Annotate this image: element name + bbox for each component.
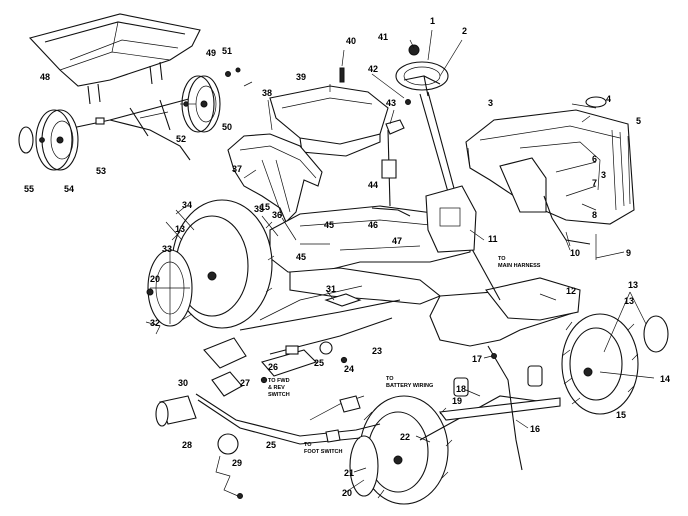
dash-panel bbox=[425, 185, 477, 253]
hood-body bbox=[465, 96, 635, 225]
trailer-wheel-left bbox=[35, 109, 79, 171]
chassis-frame bbox=[269, 205, 581, 347]
callout-9: 9 bbox=[626, 248, 631, 258]
callout-7: 7 bbox=[592, 178, 597, 188]
callout-39: 39 bbox=[296, 72, 306, 82]
callout-5: 5 bbox=[636, 116, 641, 126]
callout-16: 16 bbox=[530, 424, 540, 434]
callout-20: 20 bbox=[342, 488, 352, 498]
callout-23: 23 bbox=[372, 346, 382, 356]
callout-48: 48 bbox=[40, 72, 50, 82]
callout-17: 17 bbox=[472, 354, 482, 364]
callout-33: 33 bbox=[162, 244, 172, 254]
front-hub-cap bbox=[643, 315, 669, 353]
callout-28: 28 bbox=[182, 440, 192, 450]
callout-3: 3 bbox=[601, 170, 606, 180]
callout-42: 42 bbox=[368, 64, 378, 74]
callout-52: 52 bbox=[176, 134, 186, 144]
callout-37: 37 bbox=[232, 164, 242, 174]
callout-41: 41 bbox=[378, 32, 388, 42]
callout-20: 20 bbox=[150, 274, 160, 284]
front-axle bbox=[419, 345, 561, 471]
callout-45: 45 bbox=[296, 252, 306, 262]
callout-53: 53 bbox=[96, 166, 106, 176]
callout-54: 54 bbox=[64, 184, 74, 194]
callout-26: 26 bbox=[268, 362, 278, 372]
rear-hub-cap-33 bbox=[146, 249, 193, 327]
callout-13: 13 bbox=[624, 296, 634, 306]
callout-3: 3 bbox=[488, 98, 493, 108]
front-hub-cap-left bbox=[349, 435, 379, 497]
callout-43: 43 bbox=[386, 98, 396, 108]
callout-45: 45 bbox=[324, 220, 334, 230]
callout-25: 25 bbox=[266, 440, 276, 450]
trailer-cart-body bbox=[28, 13, 201, 105]
callout-4: 4 bbox=[606, 94, 611, 104]
callout-8: 8 bbox=[592, 210, 597, 220]
callout-6: 6 bbox=[592, 154, 597, 164]
callout-38: 38 bbox=[262, 88, 272, 98]
callout-47: 47 bbox=[392, 236, 402, 246]
callout-55: 55 bbox=[24, 184, 34, 194]
hub-cap-55 bbox=[18, 126, 34, 154]
callout-24: 24 bbox=[344, 364, 354, 374]
callout-50: 50 bbox=[222, 122, 232, 132]
callout-13: 13 bbox=[175, 224, 185, 234]
callout-10: 10 bbox=[570, 248, 580, 258]
callout-12: 12 bbox=[566, 286, 576, 296]
callout-19: 19 bbox=[452, 396, 462, 406]
callout-1: 1 bbox=[430, 16, 435, 26]
callout-31: 31 bbox=[326, 284, 336, 294]
callout-32: 32 bbox=[150, 318, 160, 328]
callout-15: 15 bbox=[616, 410, 626, 420]
callout-29: 29 bbox=[232, 458, 242, 468]
battery-connector bbox=[215, 433, 243, 499]
callout-36: 36 bbox=[272, 210, 282, 220]
callout-21: 21 bbox=[344, 468, 354, 478]
callout-13: 13 bbox=[628, 280, 638, 290]
front-tire-right bbox=[561, 313, 639, 415]
callout-30: 30 bbox=[178, 378, 188, 388]
callout-22: 22 bbox=[400, 432, 410, 442]
callout-40: 40 bbox=[346, 36, 356, 46]
callout-44: 44 bbox=[368, 180, 378, 190]
gas-cap-4 bbox=[585, 96, 607, 108]
callout-46: 46 bbox=[368, 220, 378, 230]
callout-34: 34 bbox=[182, 200, 192, 210]
callout-11: 11 bbox=[488, 234, 498, 244]
callout-25: 25 bbox=[314, 358, 324, 368]
trailer-axle-hitch bbox=[71, 95, 201, 161]
callout-18: 18 bbox=[456, 384, 466, 394]
callout-49: 49 bbox=[206, 48, 216, 58]
callout-14: 14 bbox=[660, 374, 670, 384]
callout-51: 51 bbox=[222, 46, 232, 56]
callout-27: 27 bbox=[240, 378, 250, 388]
front-tire-left bbox=[359, 395, 453, 505]
callout-15: 15 bbox=[260, 202, 270, 212]
seat bbox=[269, 67, 389, 157]
callout-35: 35 bbox=[254, 204, 264, 214]
wire-harness bbox=[195, 393, 381, 445]
callout-2: 2 bbox=[462, 26, 467, 36]
leader-lines bbox=[165, 29, 655, 493]
foot-switch-bracket bbox=[260, 345, 318, 384]
motor bbox=[155, 371, 243, 427]
rear-fender bbox=[227, 133, 323, 223]
horn-cap-41 bbox=[408, 44, 420, 56]
steering-column bbox=[395, 44, 501, 301]
rear-tire-left bbox=[169, 199, 275, 329]
front-bumper-12 bbox=[485, 277, 581, 321]
